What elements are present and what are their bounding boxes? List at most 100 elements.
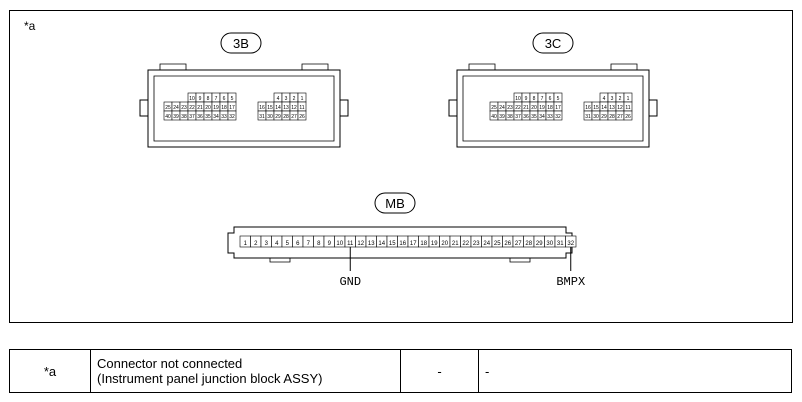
pin-32: 32 [229, 114, 235, 120]
connector-housing [147, 69, 341, 148]
connector-label: MB [385, 196, 405, 211]
pin-2: 2 [293, 96, 296, 102]
pin-10: 10 [189, 96, 195, 102]
connector-label-oval [220, 32, 262, 54]
mb-pin-16: 16 [399, 241, 406, 247]
pin-13: 13 [283, 105, 289, 111]
pin-19: 19 [213, 105, 219, 111]
pin-30: 30 [267, 114, 273, 120]
mb-pin-11: 11 [347, 241, 354, 247]
pin-20: 20 [205, 105, 211, 111]
mb-pin-31: 31 [557, 241, 564, 247]
pin-38: 38 [507, 114, 513, 120]
callout-label-gnd: GND [339, 275, 361, 289]
pin-6: 6 [223, 96, 226, 102]
pin-21: 21 [523, 105, 529, 111]
pin-15: 15 [593, 105, 599, 111]
mb-pin-24: 24 [483, 241, 490, 247]
pin-20: 20 [531, 105, 537, 111]
mb-pin-6: 6 [296, 241, 300, 247]
pin-27: 27 [617, 114, 623, 120]
pin-callouts: GND BMPX [339, 247, 585, 289]
mb-pin-29: 29 [536, 241, 543, 247]
connector-label: 3B [233, 36, 249, 51]
pin-31: 31 [259, 114, 265, 120]
pin-12: 12 [291, 105, 297, 111]
pin-32-cell [553, 110, 563, 121]
legend-description: Connector not connected (Instrument pane… [90, 349, 401, 393]
pin-5: 5 [231, 96, 234, 102]
mb-pin-19: 19 [431, 241, 438, 247]
legend-description-line1: Connector not connected [97, 356, 243, 371]
pin-39: 39 [173, 114, 179, 120]
pin-12: 12 [617, 105, 623, 111]
pin-26: 26 [625, 114, 631, 120]
pin-33: 33 [547, 114, 553, 120]
mb-pin-23: 23 [473, 241, 480, 247]
housing-inner-outline [462, 75, 644, 142]
pin-1: 1 [301, 96, 304, 102]
pin-15: 15 [267, 105, 273, 111]
latch-right [648, 99, 658, 117]
mb-pin-10: 10 [336, 241, 343, 247]
callout-label-bmpx: BMPX [556, 275, 585, 289]
pin-23: 23 [507, 105, 513, 111]
pin-37: 37 [515, 114, 521, 120]
pin-40: 40 [165, 114, 171, 120]
pin-24: 24 [173, 105, 179, 111]
housing-top-lip [159, 63, 329, 70]
mb-pin-18: 18 [420, 241, 427, 247]
pin-36: 36 [197, 114, 203, 120]
legend-col4: - [478, 349, 792, 393]
pin-7: 7 [215, 96, 218, 102]
pin-26: 26 [299, 114, 305, 120]
diagram-frame [9, 10, 793, 323]
pin-35: 35 [205, 114, 211, 120]
pin-26-cell [297, 110, 307, 121]
latch-right [339, 99, 349, 117]
pin-13: 13 [609, 105, 615, 111]
mb-pin-30: 30 [546, 241, 553, 247]
pin-19: 19 [539, 105, 545, 111]
legend-table: *a Connector not connected (Instrument p… [9, 349, 792, 393]
pin-2: 2 [619, 96, 622, 102]
pin-14: 14 [275, 105, 281, 111]
pin-25: 25 [491, 105, 497, 111]
pin-34: 34 [539, 114, 545, 120]
pin-11: 11 [299, 105, 304, 111]
housing-inner-outline [153, 75, 335, 142]
mb-pin-4: 4 [275, 241, 279, 247]
mb-pin-28: 28 [525, 241, 532, 247]
pin-37: 37 [189, 114, 195, 120]
pin-33: 33 [221, 114, 227, 120]
pin-11: 11 [625, 105, 630, 111]
housing-bottom-keys [269, 258, 531, 263]
pin-16: 16 [259, 105, 265, 111]
mb-pin-9: 9 [328, 241, 332, 247]
pin-4: 4 [277, 96, 280, 102]
pin-32-cell [227, 110, 237, 121]
pin-35: 35 [531, 114, 537, 120]
pin-18: 18 [221, 105, 227, 111]
mb-pin-20: 20 [441, 241, 448, 247]
pin-32: 32 [555, 114, 561, 120]
mb-pin-32: 32 [567, 241, 574, 247]
pin-9: 9 [199, 96, 202, 102]
pin-39: 39 [499, 114, 505, 120]
connector-label: 3C [545, 36, 562, 51]
pin-40: 40 [491, 114, 497, 120]
pin-27: 27 [291, 114, 297, 120]
legend-col3: - [400, 349, 479, 393]
pin-21: 21 [197, 105, 203, 111]
pin-28: 28 [609, 114, 615, 120]
pin-8: 8 [533, 96, 536, 102]
pin-25: 25 [165, 105, 171, 111]
mb-pin-13: 13 [368, 241, 375, 247]
pin-9: 9 [525, 96, 528, 102]
mb-pin-1: 1 [244, 241, 248, 247]
pin-24: 24 [499, 105, 505, 111]
pin-14: 14 [601, 105, 607, 111]
